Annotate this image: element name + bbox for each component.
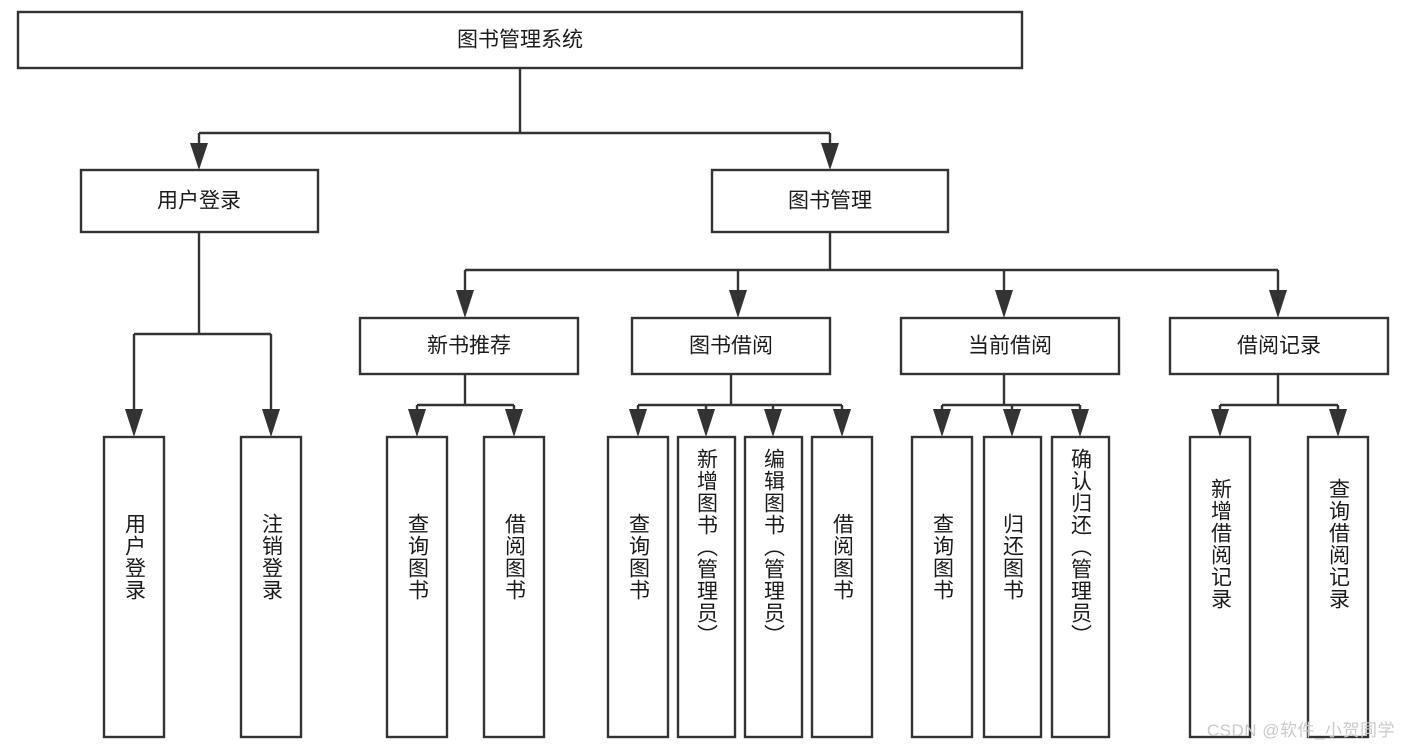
arrow-head-leaf-borrow-book <box>833 409 851 437</box>
node-new-book-recommend-box[interactable] <box>358 316 580 376</box>
arrow-head-leaf-user-logout <box>262 409 280 437</box>
leaf-layer <box>102 435 1370 739</box>
node-leaf-query-book-borrow-box[interactable] <box>606 435 670 739</box>
node-user-login-label: 用户登录 <box>157 190 241 213</box>
node-book-borrow[interactable]: 图书借阅 <box>630 316 832 376</box>
node-user-login-box[interactable] <box>79 168 320 234</box>
arrow-head-leaf-query-record <box>1329 409 1347 437</box>
node-borrow-record-box[interactable] <box>1168 316 1390 376</box>
node-leaf-add-record-box[interactable] <box>1188 435 1252 739</box>
arrow-head-book-manage <box>821 143 839 170</box>
connector-layer <box>125 68 1347 437</box>
node-leaf-confirm-return-box[interactable] <box>1050 435 1111 739</box>
node-book-manage-box[interactable] <box>710 168 950 234</box>
arrow-head-leaf-user-login <box>125 409 143 437</box>
node-leaf-query-record-box[interactable] <box>1306 435 1370 739</box>
arrow-head-leaf-edit-book <box>764 409 782 437</box>
arrow-head-borrow-record <box>1269 290 1287 318</box>
node-current-borrow-box[interactable] <box>899 316 1121 376</box>
arrow-head-book-borrow <box>729 290 747 318</box>
node-leaf-query-book-cur-box[interactable] <box>910 435 974 739</box>
node-book-borrow-box[interactable] <box>630 316 832 376</box>
node-leaf-borrow-book-box[interactable] <box>810 435 874 739</box>
node-current-borrow[interactable]: 当前借阅 <box>899 316 1121 376</box>
arrow-head-leaf-add-record <box>1211 409 1229 437</box>
arrow-head-leaf-query-book-cur <box>933 409 951 437</box>
node-root-box[interactable] <box>16 10 1024 70</box>
node-leaf-return-book-box[interactable] <box>982 435 1043 739</box>
node-book-manage-label: 图书管理 <box>788 190 872 213</box>
arrow-head-leaf-add-book <box>697 409 715 437</box>
node-leaf-borrow-book-rec-box[interactable] <box>482 435 546 739</box>
node-leaf-user-logout-box[interactable] <box>239 435 303 739</box>
node-leaf-edit-book-box[interactable] <box>743 435 804 739</box>
node-new-book-recommend-label: 新书推荐 <box>427 335 511 358</box>
node-root-label: 图书管理系统 <box>457 29 583 52</box>
arrow-head-new-book-recommend <box>456 290 474 318</box>
node-user-login[interactable]: 用户登录 <box>79 168 320 234</box>
node-leaf-query-book-rec-box[interactable] <box>385 435 449 739</box>
arrow-head-leaf-return-book <box>1003 409 1021 437</box>
arrow-head-leaf-query-book-borrow <box>629 409 647 437</box>
arrow-head-leaf-confirm-return <box>1071 409 1089 437</box>
node-borrow-record-label: 借阅记录 <box>1237 335 1321 358</box>
node-leaf-add-book-box[interactable] <box>676 435 737 739</box>
arrow-head-leaf-borrow-book-rec <box>505 409 523 437</box>
arrow-head-user-login <box>190 143 208 170</box>
node-leaf-user-login-box[interactable] <box>102 435 166 739</box>
arrow-head-current-borrow <box>995 290 1013 318</box>
node-book-borrow-label: 图书借阅 <box>689 335 773 358</box>
node-new-book-recommend[interactable]: 新书推荐 <box>358 316 580 376</box>
arrow-head-leaf-query-book-rec <box>408 409 426 437</box>
node-book-manage[interactable]: 图书管理 <box>710 168 950 234</box>
node-current-borrow-label: 当前借阅 <box>968 335 1052 358</box>
node-borrow-record[interactable]: 借阅记录 <box>1168 316 1390 376</box>
node-root[interactable]: 图书管理系统 <box>16 10 1024 70</box>
csdn-watermark: CSDN @软件_小贺同学 <box>1206 721 1395 740</box>
